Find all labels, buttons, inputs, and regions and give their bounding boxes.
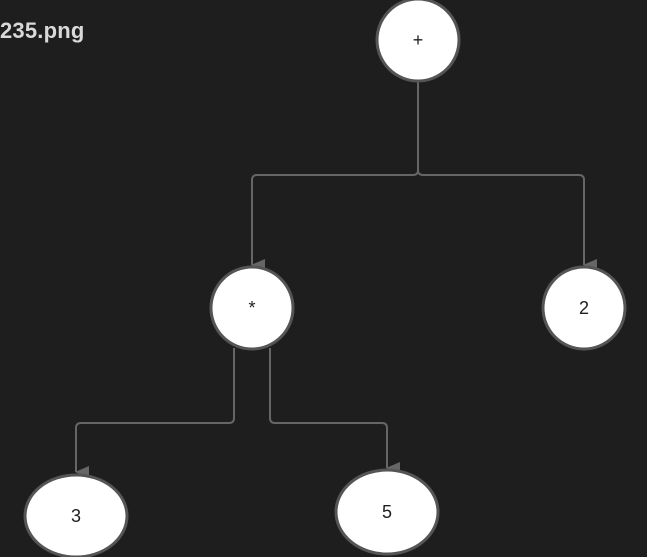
node-root: + xyxy=(375,0,461,83)
node-three: 3 xyxy=(23,473,129,557)
node-root-label: + xyxy=(413,30,424,50)
edge-mul-to-three xyxy=(75,348,235,478)
file-name-label: 235.png xyxy=(0,18,85,43)
node-two-label: 2 xyxy=(579,298,589,318)
edge-root-to-mul xyxy=(251,82,419,271)
node-two: 2 xyxy=(541,265,627,351)
node-five-label: 5 xyxy=(382,502,392,522)
node-five: 5 xyxy=(334,468,440,556)
node-mul-label: * xyxy=(248,298,255,318)
edge-root-to-two xyxy=(417,169,597,271)
node-three-label: 3 xyxy=(71,506,81,526)
edge-mul-to-five xyxy=(269,348,400,474)
node-mul: * xyxy=(209,265,295,351)
